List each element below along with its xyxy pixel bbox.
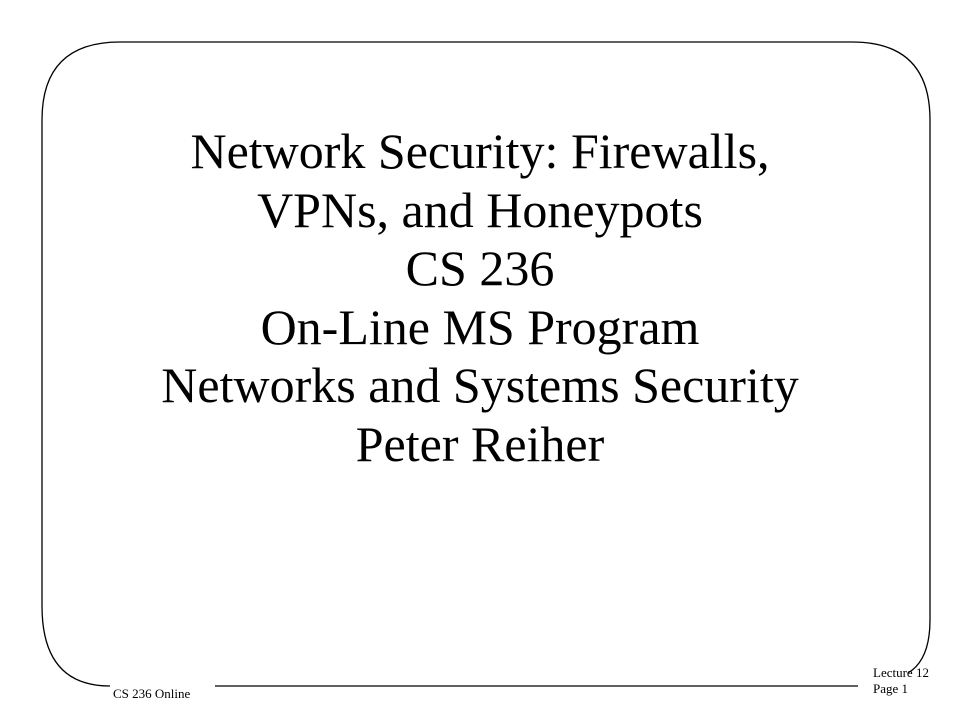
slide-title: Network Security: Firewalls, VPNs, and H… xyxy=(60,122,900,473)
title-line-1: Network Security: Firewalls, xyxy=(190,123,770,179)
title-line-program: On-Line MS Program xyxy=(260,298,700,355)
frame-border xyxy=(41,41,931,687)
title-line-author: Peter Reiher xyxy=(355,415,605,472)
footer-page: Page 1 xyxy=(873,680,909,696)
footer-lecture-page: Lecture 12 Page 1 xyxy=(873,665,929,696)
title-line-course: CS 236 xyxy=(405,240,555,296)
title-line-2: VPNs, and Honeypots xyxy=(257,181,703,238)
footer-lecture: Lecture 12 xyxy=(873,665,929,680)
footer-course: CS 236 Online xyxy=(113,686,191,701)
title-line-subject: Networks and Systems Security xyxy=(161,357,799,413)
